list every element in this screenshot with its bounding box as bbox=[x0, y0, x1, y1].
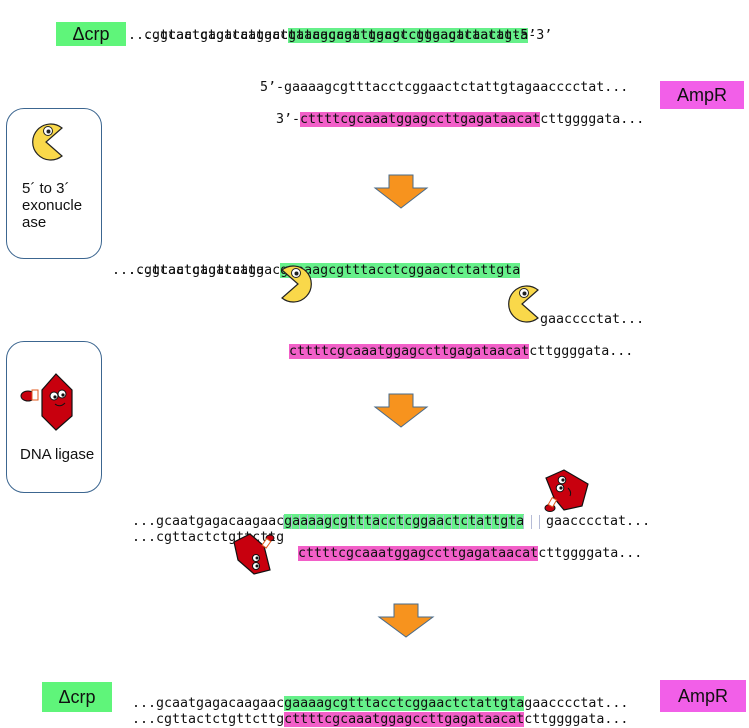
step2-pink-overhang: cttttcgcaaatggagccttgagataacat bbox=[289, 344, 530, 359]
ampr-homology-pink: cttttcgcaaatggagccttgagataacat bbox=[300, 112, 541, 127]
ampr-bottom-end: cttggggata... bbox=[540, 112, 645, 127]
exonuclease-label: 5´ to 3´ exonucle ase bbox=[22, 180, 83, 231]
ampr-bottom-start: 3’- bbox=[276, 112, 301, 127]
pacman-icon bbox=[32, 123, 63, 161]
step2-top-plain: ...gcaatgagacaagaac bbox=[128, 263, 281, 278]
crp-bottom-strand: ..cgttactctgttcttgcttttcgcaaatggagccttga… bbox=[128, 28, 537, 43]
step3-pink-region: cttttcgcaaatggagccttgagataacat bbox=[298, 546, 539, 561]
final-bottom-strand: ...cgttactctgttcttgcttttcgcaaatggagccttg… bbox=[116, 696, 628, 728]
crp-label: Δcrp bbox=[56, 22, 126, 46]
crp-label: Δcrp bbox=[42, 682, 112, 712]
ampr-bottom-strand: 3’-cttttcgcaaatggagccttgagataacatcttgggg… bbox=[260, 96, 644, 128]
step2-bottom-strand: ...cgttactctgttcttg bbox=[112, 263, 265, 278]
down-arrow-icon bbox=[373, 174, 429, 209]
step3-bottom-strand: cttttcgcaaatggagccttgagataacatcttggggata… bbox=[282, 530, 642, 562]
ligase-icon bbox=[233, 533, 275, 575]
step2-top-strand: ...gcaatgagacaagaacgaaaagcgtttacctcggaac… bbox=[112, 247, 521, 279]
ligase-icon bbox=[544, 469, 589, 512]
final-green-region: gaaaagcgtttacctcggaactctattgta bbox=[284, 696, 525, 711]
pacman-icon bbox=[281, 265, 312, 303]
ampr-label: AmpR bbox=[660, 680, 746, 712]
ampr-top-strand: 5’-gaaaagcgtttacctcggaactctattgtagaacccc… bbox=[260, 80, 629, 95]
step2-right-bottom-strand: cttttcgcaaatggagccttgagataacatcttggggata… bbox=[273, 328, 633, 360]
step3-mid-end: gaacccctat... bbox=[546, 514, 651, 529]
ampr-label: AmpR bbox=[660, 81, 744, 109]
ligase-label: DNA ligase bbox=[20, 446, 95, 463]
step2-green-overhang: gaaaagcgtttacctcggaactctattgta bbox=[280, 263, 521, 278]
crp-homology-green: gaaaagcgtttacctcggaactctattgta bbox=[288, 28, 529, 43]
base-pair-lines bbox=[283, 515, 545, 529]
down-arrow-icon bbox=[373, 393, 429, 428]
step2-right-bottom-end: cttggggata... bbox=[529, 344, 634, 359]
step3-bottom-end: cttggggata... bbox=[538, 546, 643, 561]
final-top-plain: ...gcaatgagacaagaac bbox=[132, 696, 285, 711]
crp-top-strand: ..gcaatgagacaagaacgaaaagcgtttacctcggaact… bbox=[128, 12, 552, 44]
final-top-end: gaacccctat... bbox=[524, 696, 629, 711]
step3-top-plain: ...gcaatgagacaagaac bbox=[132, 514, 285, 529]
crp-top-end: -3’ bbox=[528, 28, 553, 43]
final-top-strand: ...gcaatgagacaagaacgaaaagcgtttacctcggaac… bbox=[116, 680, 628, 712]
crp-top-plain: ..gcaatgagacaagaac bbox=[144, 28, 289, 43]
pacman-icon bbox=[508, 285, 539, 323]
step2-right-top-strand: gaacccctat... bbox=[540, 312, 645, 327]
down-arrow-icon bbox=[377, 603, 435, 638]
ligase-icon bbox=[20, 373, 73, 431]
